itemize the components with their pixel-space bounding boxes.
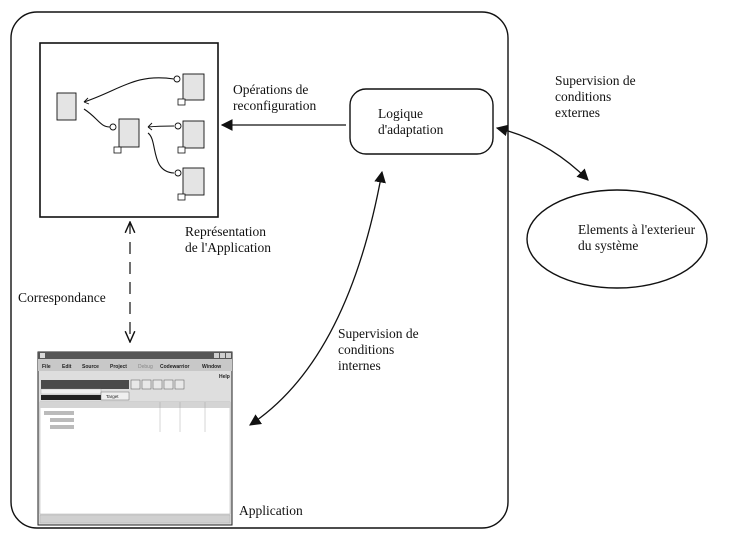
menu-item-edit: Edit (62, 364, 72, 370)
toolbar-button-5 (174, 379, 185, 390)
component-top-right-port (177, 98, 186, 106)
tab-target-label: Target (106, 394, 119, 399)
external-elements-ellipse (526, 189, 708, 289)
screenshot-app-icon (40, 353, 45, 358)
file-list-header (40, 402, 230, 408)
menu-item-file: File (42, 364, 51, 370)
project-header-strip (40, 388, 102, 395)
component-bottom-right (182, 167, 205, 196)
menu-item-project: Project (110, 364, 127, 370)
menu-item-help: Help (219, 374, 230, 380)
toolbar-button-1 (130, 379, 141, 390)
project-selected-target (41, 395, 101, 400)
project-title-bar (41, 380, 129, 389)
application-screenshot: File Edit Source Project Debug Codewarri… (37, 351, 233, 526)
adaptation-logic-label: Logique d'adaptation (378, 106, 444, 137)
file-row-1 (44, 411, 74, 415)
file-row-2 (50, 418, 74, 422)
component-middle-port (113, 146, 122, 154)
menu-item-debug: Debug (138, 364, 153, 370)
component-mid-right-port (177, 146, 186, 154)
application-label: Application (239, 503, 303, 518)
close-icon (226, 353, 231, 358)
toolbar-button-4 (163, 379, 174, 390)
external-supervision-arrow (495, 124, 589, 181)
menu-item-codewarrior: Codewarrior (160, 364, 190, 370)
file-row-3 (50, 425, 74, 429)
menu-item-source: Source (82, 364, 99, 370)
correspondence-label: Correspondance (18, 290, 106, 305)
component-mid-right (182, 120, 205, 149)
internal-supervision-arrow (249, 170, 386, 426)
external-elements-label: Elements à l'exterieur du système (578, 222, 696, 253)
external-supervision-label: Supervision de conditions externes (555, 73, 636, 120)
component-top-right (182, 73, 205, 101)
toolbar-button-3 (152, 379, 163, 390)
adaptation-logic-box (349, 88, 494, 155)
screenshot-status-bar (39, 514, 231, 524)
screenshot-title-bar (38, 352, 232, 359)
component-bottom-right-port (177, 193, 186, 201)
tab-target (100, 391, 130, 401)
maximize-icon (220, 353, 225, 358)
application-representation-label: Représentation de l'Application (185, 224, 272, 255)
application-representation-box (39, 42, 219, 218)
screenshot-menu-bar (38, 359, 232, 371)
minimize-icon (214, 353, 219, 358)
menu-item-window: Window (202, 364, 221, 370)
component-middle (118, 118, 140, 148)
reconfiguration-operations-label: Opérations de reconfiguration (233, 82, 317, 113)
component-left (56, 92, 77, 121)
system-boundary (10, 11, 509, 529)
internal-supervision-label: Supervision de conditions internes (338, 326, 419, 373)
toolbar-button-2 (141, 379, 152, 390)
